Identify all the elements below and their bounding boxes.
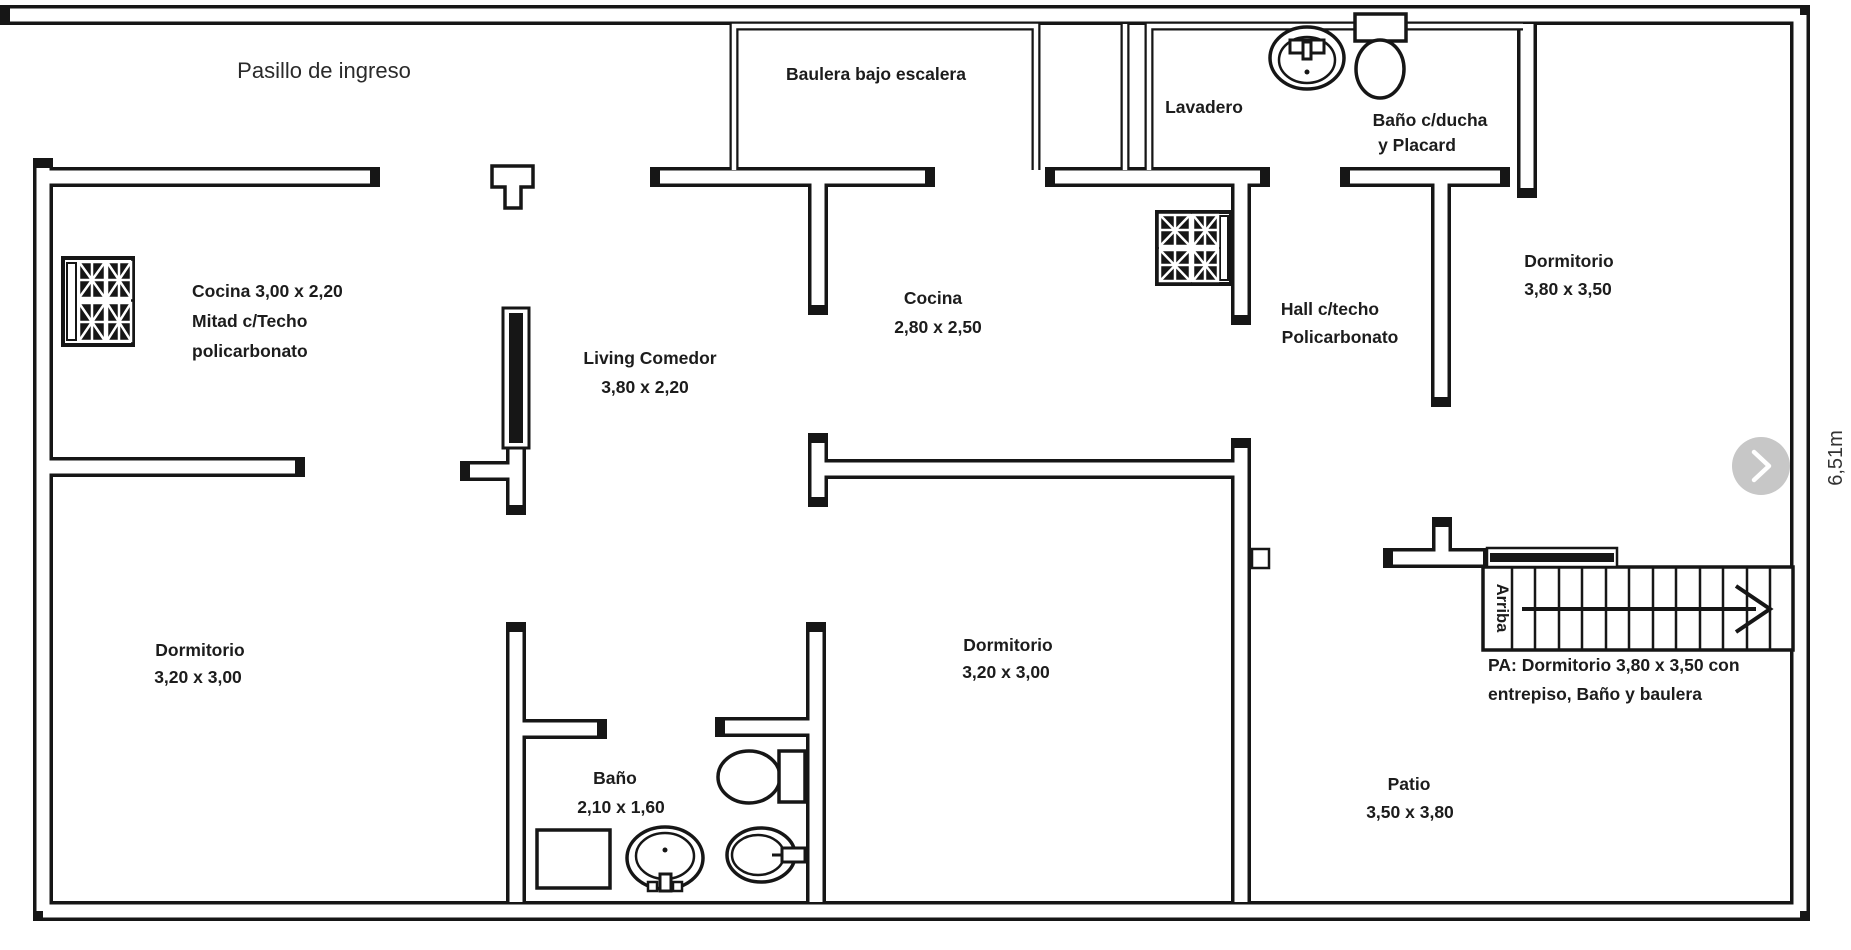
label-living-1: Living Comedor [583, 348, 716, 368]
stove-icon [1155, 210, 1233, 286]
label-living-2: 3,80 x 2,20 [601, 377, 689, 397]
bidet-icon [725, 826, 807, 884]
label-dimension-651m: 6,51m [1825, 430, 1847, 486]
walls-thick [0, 5, 1810, 921]
label-bano-1: Baño [593, 768, 637, 788]
stair-landing-bar [1485, 546, 1619, 569]
label-arriba: Arriba [1493, 584, 1511, 633]
label-lavadero: Lavadero [1165, 97, 1243, 117]
label-pa-note-2: entrepiso, Baño y baulera [1488, 684, 1702, 704]
staircase [1481, 546, 1795, 652]
sliding-door-symbol [501, 306, 531, 450]
label-dorm-ne-2: 3,80 x 3,50 [1524, 279, 1612, 299]
label-dorm-c-2: 3,20 x 3,00 [962, 662, 1050, 682]
label-pa-note-1: PA: Dormitorio 3,80 x 3,50 con [1488, 655, 1740, 675]
label-pasillo: Pasillo de ingreso [237, 58, 411, 83]
label-dorm-w-2: 3,20 x 3,00 [154, 667, 242, 687]
next-button[interactable] [1732, 437, 1790, 495]
label-cocina2-1: Cocina [904, 288, 963, 308]
label-cocina1-2: Mitad c/Techo [192, 311, 307, 331]
chevron-right-icon [1751, 449, 1772, 483]
water-tap-symbol [490, 164, 535, 210]
label-cocina1-3: policarbonato [192, 341, 308, 361]
label-patio-2: 3,50 x 3,80 [1366, 802, 1454, 822]
toilet-icon [716, 749, 807, 805]
label-bano-suite-2: y Placard [1378, 135, 1456, 155]
toilet-icon [1353, 12, 1408, 100]
wall-white-layer [10, 8, 1807, 918]
label-bano-suite-1: Baño c/ducha [1373, 110, 1488, 130]
door-jamb [1250, 547, 1271, 570]
label-dorm-w-1: Dormitorio [155, 640, 244, 660]
label-cocina1-1: Cocina 3,00 x 2,20 [192, 281, 343, 301]
shower-tray-icon [535, 828, 612, 890]
label-hall-2: Policarbonato [1282, 327, 1399, 347]
label-bano-2: 2,10 x 1,60 [577, 797, 665, 817]
label-dorm-c-1: Dormitorio [963, 635, 1052, 655]
pedestal-sink-icon [625, 825, 705, 893]
label-cocina2-2: 2,80 x 2,50 [894, 317, 982, 337]
stove-icon [61, 256, 135, 347]
sink-icon [1268, 25, 1346, 91]
label-dorm-ne-1: Dormitorio [1524, 251, 1613, 271]
stair-direction-arrow [1522, 584, 1774, 634]
label-hall-1: Hall c/techo [1281, 299, 1379, 319]
label-patio-1: Patio [1388, 774, 1431, 794]
label-baulera: Baulera bajo escalera [786, 64, 966, 84]
